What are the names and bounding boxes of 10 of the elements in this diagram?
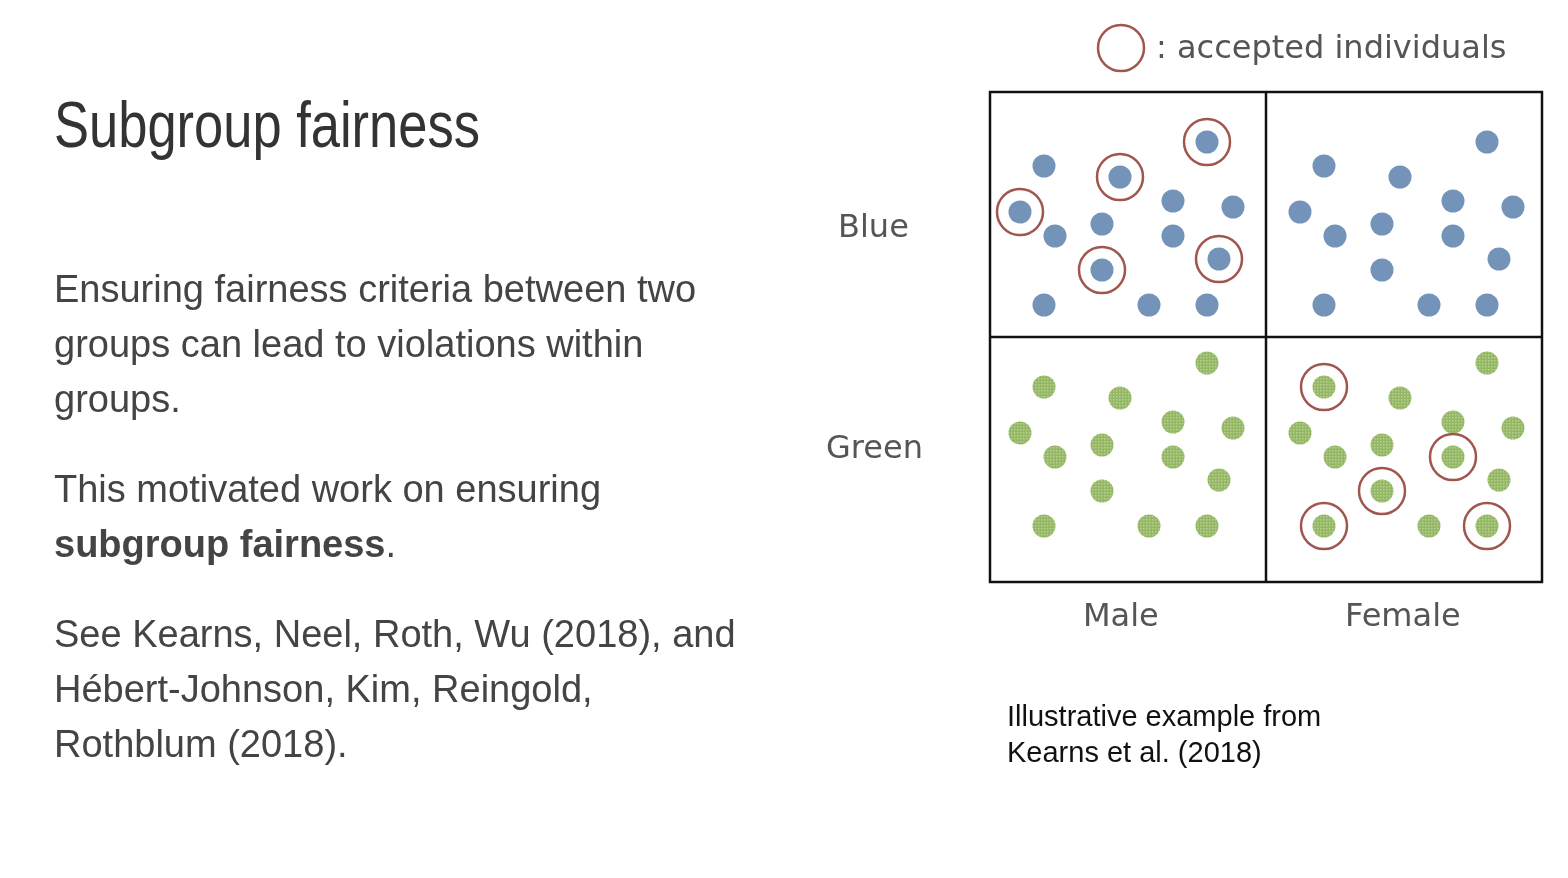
body-paragraph: This motivated work on ensuring subgroup fairness.: [54, 467, 603, 567]
figure-caption: Illustrative example from Kearns et al. (2018): [1007, 699, 1323, 770]
column-label: Female: [1345, 596, 1461, 634]
row-label: Blue: [838, 207, 909, 245]
row-label: Green: [826, 428, 923, 466]
body-paragraph: Ensuring fairness criteria between two groups can lead to violations within groups.: [54, 267, 698, 422]
slide-title: Subgroup fairness: [54, 88, 480, 162]
column-label: Male: [1083, 596, 1159, 634]
legend-text: : accepted individuals: [1156, 28, 1507, 66]
reference-paragraph: See Kearns, Neel, Roth, Wu (2018), and Hébert-Johnson, Kim, Reingold, Rothblum (2018).: [54, 612, 737, 767]
